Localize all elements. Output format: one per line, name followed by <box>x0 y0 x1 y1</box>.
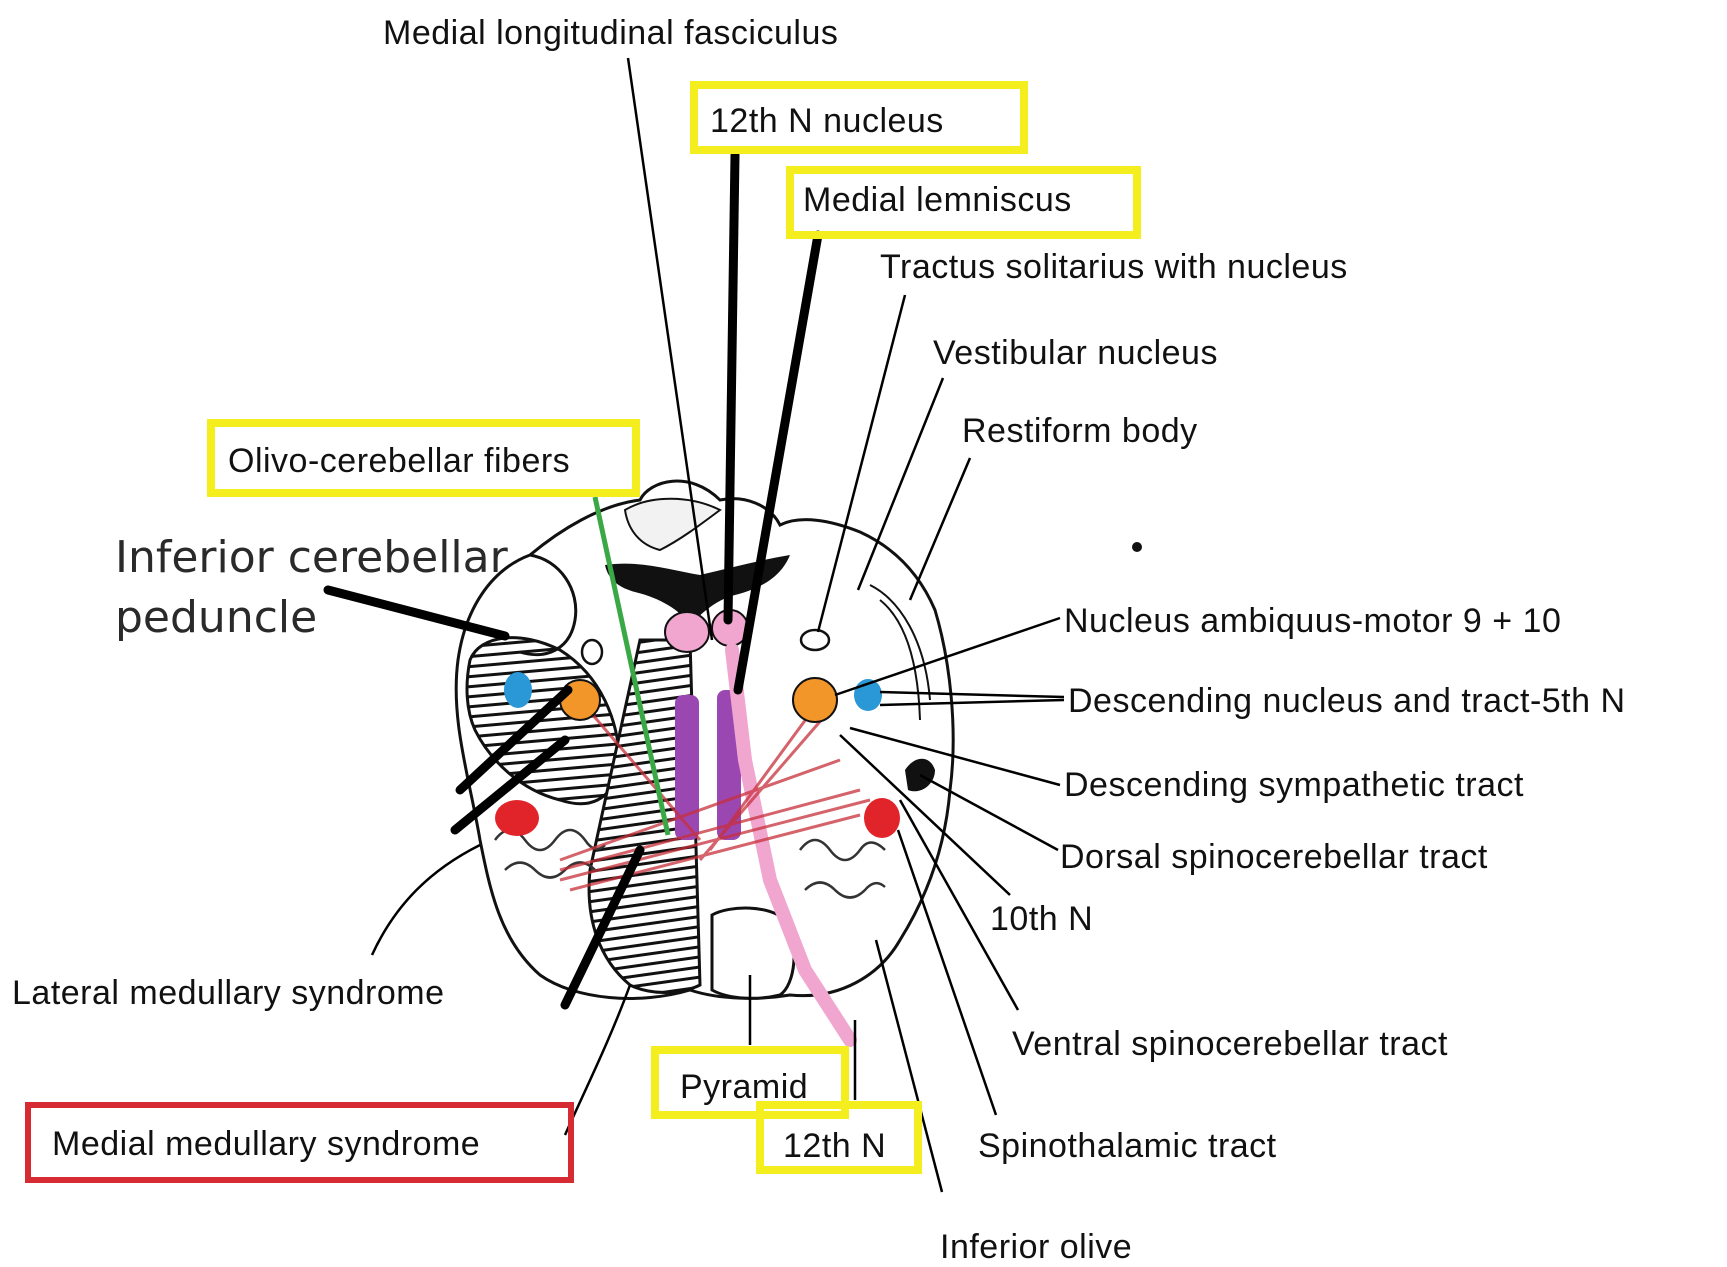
label-pyramid: Pyramid <box>680 1068 808 1106</box>
label-medial-medullary: Medial medullary syndrome <box>52 1125 480 1163</box>
label-spinothalamic: Spinothalamic tract <box>978 1127 1277 1165</box>
right-dorsal-spinocerebellar <box>864 798 900 838</box>
leader-spinothalamic <box>898 830 996 1115</box>
left-dorsal-spinocerebellar <box>495 800 539 836</box>
label-vestibular: Vestibular nucleus <box>933 334 1218 372</box>
left-12th-nucleus <box>665 612 709 652</box>
leader-lateral-medullary <box>372 845 480 955</box>
label-icp-line2: peduncle <box>115 592 317 643</box>
leader-restiform <box>910 458 970 600</box>
label-medial-lemniscus: Medial lemniscus <box>803 181 1072 219</box>
label-descending-5th: Descending nucleus and tract-5th N <box>1068 682 1626 720</box>
label-ambiguus: Nucleus ambiquus-motor 9 + 10 <box>1064 602 1561 640</box>
label-10th-n: 10th N <box>990 900 1093 938</box>
label-12th-nucleus: 12th N nucleus <box>710 102 944 140</box>
right-ambiguus-nucleus <box>793 678 837 722</box>
medulla-section <box>456 481 1142 1040</box>
label-tractus-solitarius: Tractus solitarius with nucleus <box>880 248 1348 286</box>
label-olivo-cerebellar: Olivo-cerebellar fibers <box>228 442 570 480</box>
label-icp-line1: Inferior cerebellar <box>115 532 509 583</box>
leader-medial-medullary <box>565 985 630 1135</box>
left-descending-5th <box>504 672 532 708</box>
label-dorsal-spinocerebellar: Dorsal spinocerebellar tract <box>1060 838 1488 876</box>
label-12th-n: 12th N <box>783 1127 886 1165</box>
label-lateral-medullary: Lateral medullary syndrome <box>12 974 445 1012</box>
left-small-oval <box>582 640 602 664</box>
tractus-solitarius <box>801 630 829 650</box>
stray-dot <box>1132 542 1142 552</box>
label-inferior-olive: Inferior olive <box>940 1228 1132 1262</box>
label-descending-sympathetic: Descending sympathetic tract <box>1064 766 1524 804</box>
label-ventral-spinocerebellar: Ventral spinocerebellar tract <box>1012 1025 1448 1063</box>
label-mlf: Medial longitudinal fasciculus <box>383 14 838 52</box>
label-restiform: Restiform body <box>962 412 1198 450</box>
